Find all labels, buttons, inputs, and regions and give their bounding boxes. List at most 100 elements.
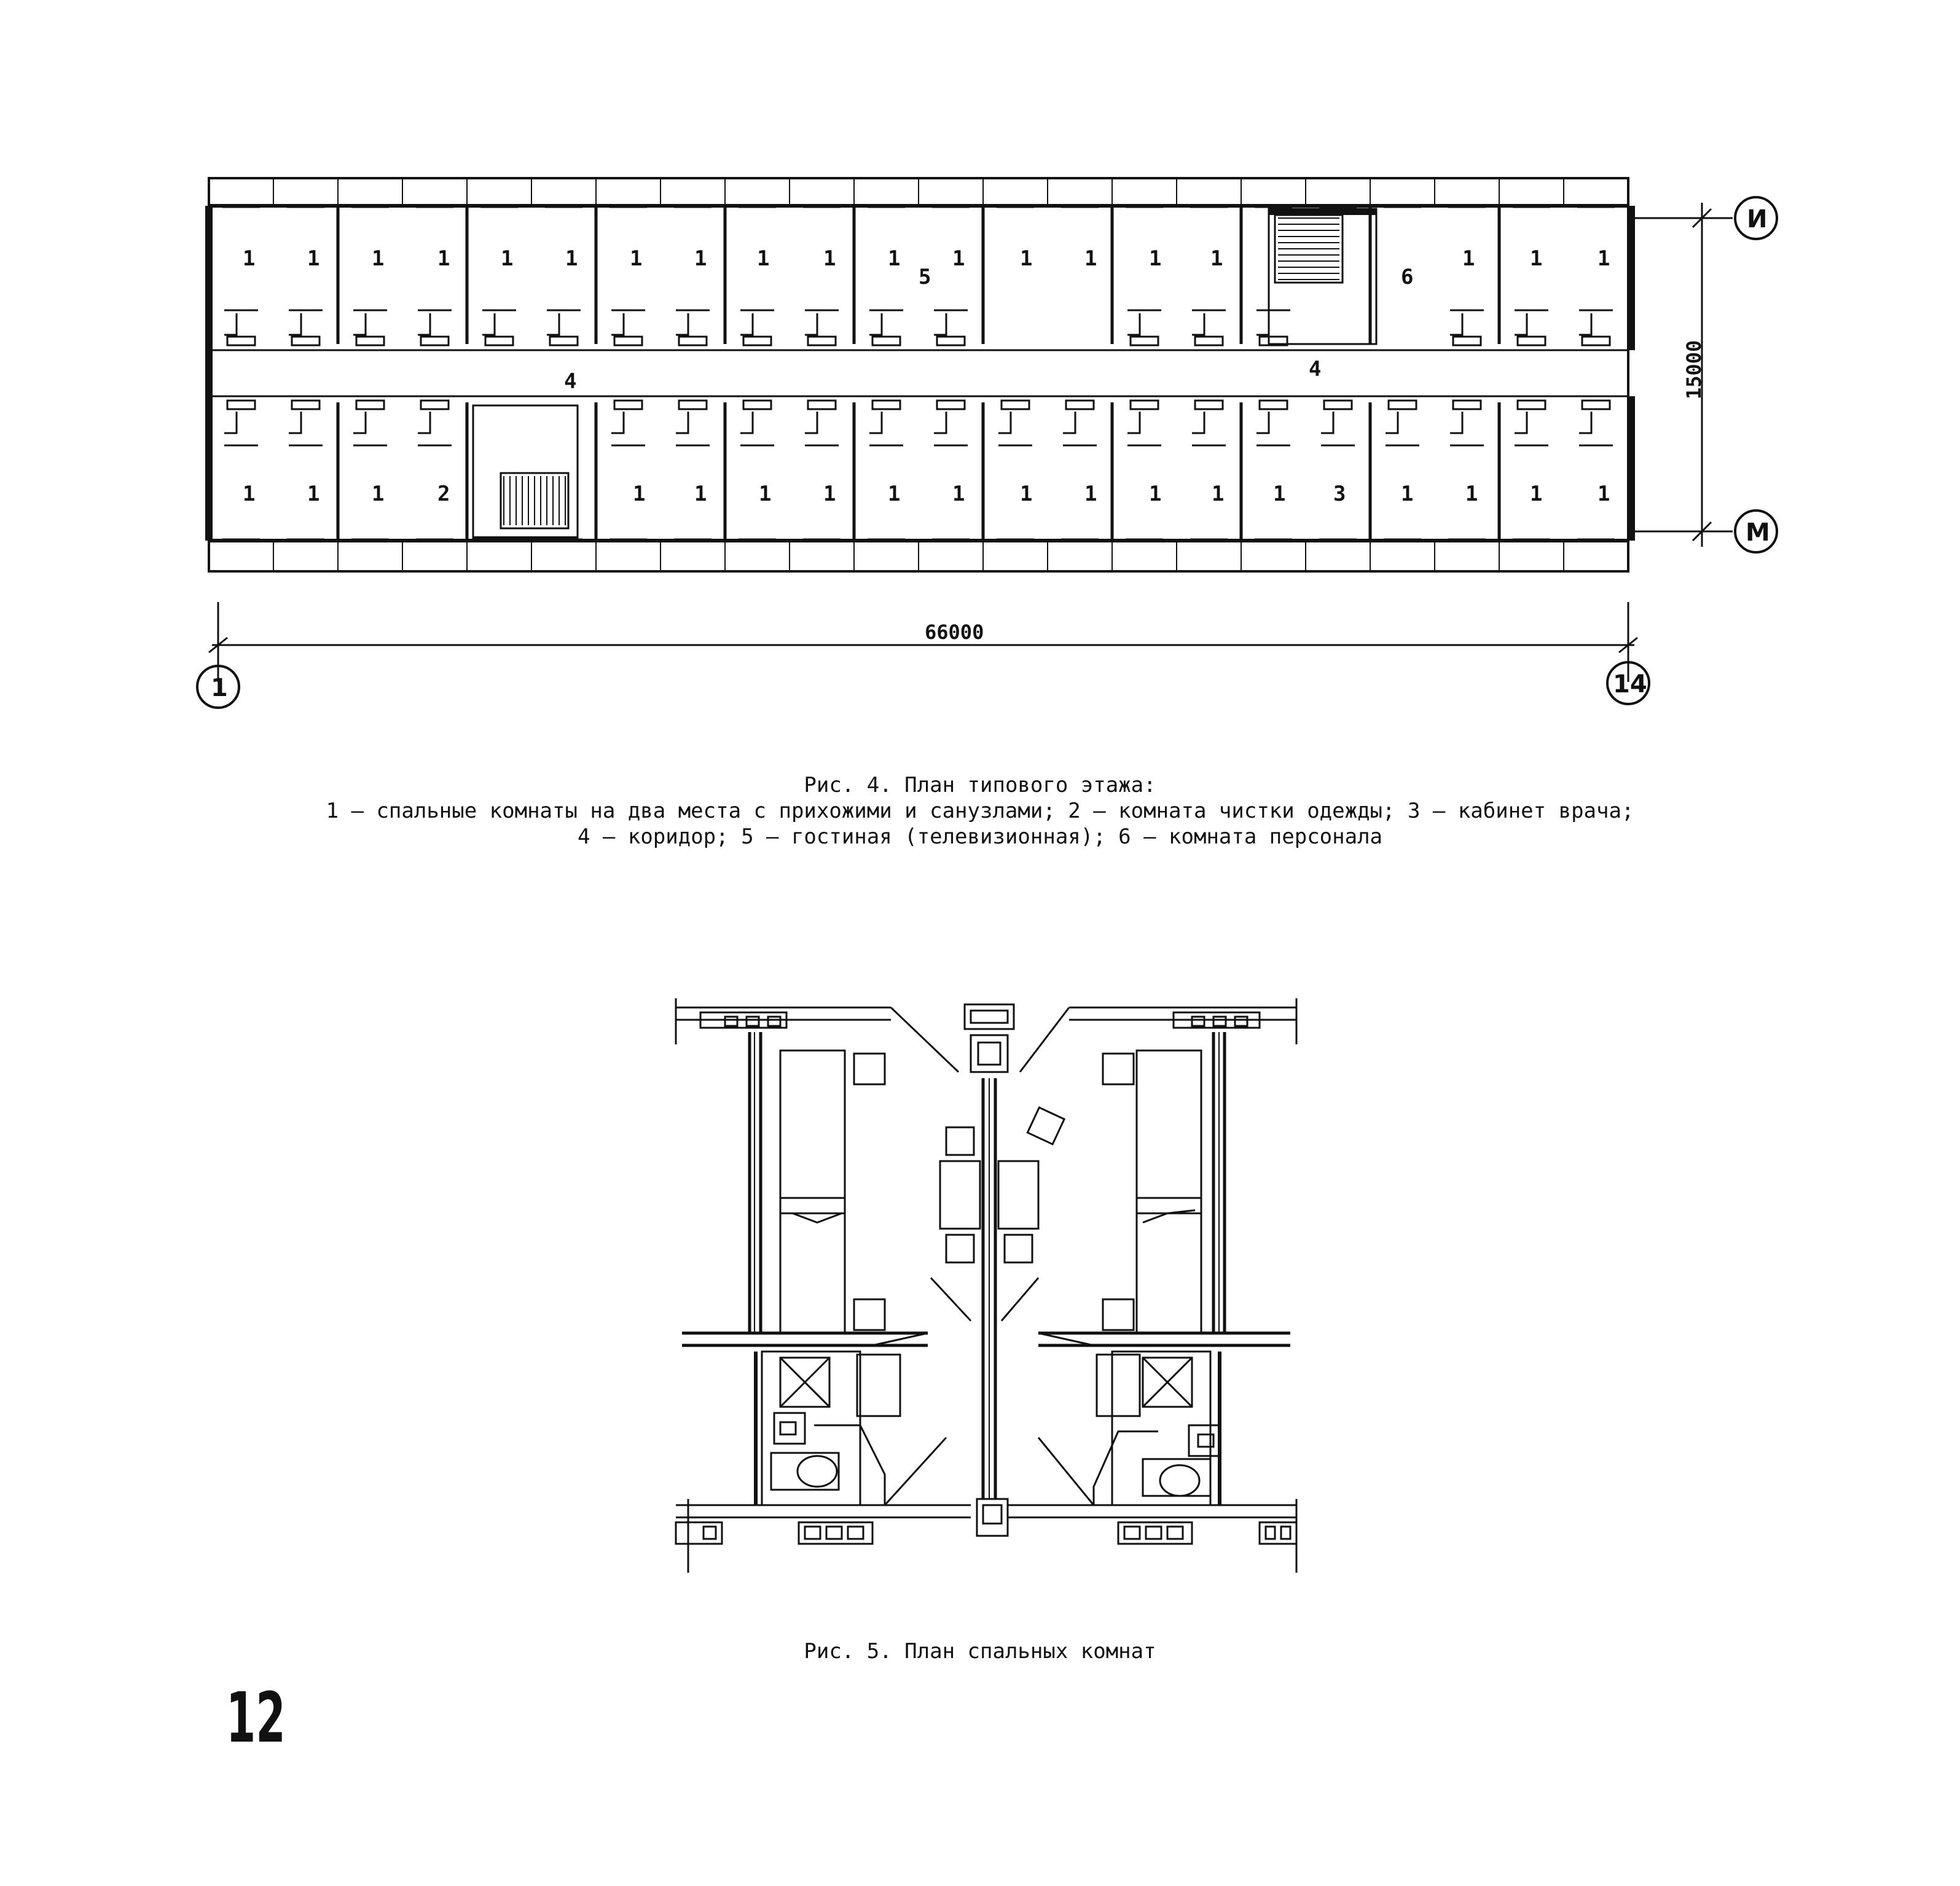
- room-label-bottom: 1: [1401, 482, 1413, 506]
- bath-box: [807, 399, 837, 410]
- corridor-label-right: 4: [1309, 357, 1321, 382]
- bath-line: [1386, 412, 1399, 434]
- room-label-bottom: 1: [1149, 482, 1161, 506]
- dimension-vertical: [1634, 203, 1733, 547]
- bath-box: [484, 335, 514, 346]
- bath-box: [291, 399, 321, 410]
- bath-line: [353, 313, 367, 336]
- room-label-bottom: 1: [1084, 482, 1097, 506]
- room-label-top: 1: [1597, 246, 1610, 271]
- bath-line: [1579, 412, 1593, 434]
- room-label-top: 1: [565, 246, 578, 271]
- bath-box: [1000, 399, 1030, 410]
- bath-line: [934, 313, 947, 336]
- room-label-top: 1: [501, 246, 513, 271]
- room-label-top: 1: [1210, 246, 1223, 271]
- bath-line: [289, 313, 302, 336]
- room-label-top: 1: [888, 246, 900, 271]
- bath-box: [420, 335, 450, 346]
- bedroom-plan: [675, 998, 1298, 1573]
- room-label-top: 1: [757, 246, 769, 271]
- bath-line: [418, 313, 431, 336]
- bath-box: [549, 335, 579, 346]
- axis-marker-bottom: [1734, 509, 1778, 554]
- room-label-bottom: 1: [823, 482, 836, 506]
- bath-box: [226, 335, 256, 346]
- figure4-caption-line1: 1 – спальные комнаты на два места с прих…: [326, 799, 1634, 823]
- room-label-top: 1: [1020, 246, 1032, 271]
- bath-line: [224, 313, 238, 336]
- room-label-top: 1: [823, 246, 836, 271]
- room-label-top: 1: [1462, 246, 1475, 271]
- bath-line: [934, 412, 947, 434]
- room-label-top: 1: [1530, 246, 1542, 271]
- bath-box: [807, 335, 837, 346]
- room-label-top: 1: [1084, 246, 1097, 271]
- bath-box: [1581, 399, 1611, 410]
- bath-box: [613, 399, 643, 410]
- bath-line: [1579, 313, 1593, 336]
- bath-box: [936, 399, 966, 410]
- figure4-caption-line2: 4 – коридор; 5 – гостиная (телевизионная…: [577, 824, 1383, 849]
- bath-line: [676, 313, 689, 336]
- bath-line: [869, 313, 883, 336]
- bath-box: [678, 335, 708, 346]
- bath-line: [482, 313, 496, 336]
- room-label-top: 1: [952, 246, 965, 271]
- room-label-bottom: 1: [307, 482, 319, 506]
- axis-marker-1: [196, 665, 240, 709]
- building-outline: [208, 177, 1629, 573]
- room-label-bottom: 1: [1273, 482, 1285, 506]
- room-label-top: 5: [919, 265, 931, 289]
- bath-line: [805, 313, 818, 336]
- room-label-bottom: 2: [437, 482, 450, 506]
- bath-box: [1194, 335, 1224, 346]
- bath-box: [871, 399, 901, 410]
- figure5-caption: Рис. 5. План спальных комнат: [804, 1639, 1156, 1664]
- bath-line: [611, 412, 625, 434]
- axis-marker-14: [1606, 661, 1650, 705]
- bath-line: [1127, 313, 1141, 336]
- bath-line: [611, 313, 625, 336]
- room-label-bottom: 1: [372, 482, 384, 506]
- bath-box: [1516, 335, 1546, 346]
- bath-line: [1321, 412, 1335, 434]
- bath-box: [1387, 399, 1417, 410]
- room-label-bottom: 1: [888, 482, 900, 506]
- bath-box: [1452, 399, 1482, 410]
- bath-box: [1258, 399, 1288, 410]
- room-label-top: 6: [1401, 265, 1413, 289]
- corridor-label-left: 4: [564, 369, 576, 394]
- bath-line: [224, 412, 238, 434]
- room-label-bottom: 1: [633, 482, 645, 506]
- bath-line: [1256, 313, 1270, 336]
- room-label-top: 1: [243, 246, 255, 271]
- bath-box: [613, 335, 643, 346]
- room-label-top: 1: [372, 246, 384, 271]
- bath-line: [1515, 313, 1528, 336]
- room-label-top: 1: [437, 246, 450, 271]
- room-label-bottom: 1: [759, 482, 771, 506]
- room-label-bottom: 1: [1597, 482, 1610, 506]
- axis-marker-top: [1734, 196, 1778, 240]
- bath-line: [1256, 412, 1270, 434]
- bath-box: [1129, 335, 1159, 346]
- room-label-top: 1: [307, 246, 319, 271]
- bath-box: [871, 335, 901, 346]
- room-label-top: 1: [1149, 246, 1161, 271]
- bath-line: [418, 412, 431, 434]
- bath-line: [1192, 412, 1205, 434]
- bath-line: [1192, 313, 1205, 336]
- bath-line: [1450, 313, 1464, 336]
- bath-line: [353, 412, 367, 434]
- bath-line: [740, 313, 754, 336]
- typical-floor-plan: [196, 177, 1778, 709]
- room-label-bottom: 1: [1465, 482, 1478, 506]
- page-number: 12: [226, 1678, 286, 1758]
- staircase-left: [472, 404, 579, 542]
- bath-box: [420, 399, 450, 410]
- bath-line: [289, 412, 302, 434]
- bath-box: [936, 335, 966, 346]
